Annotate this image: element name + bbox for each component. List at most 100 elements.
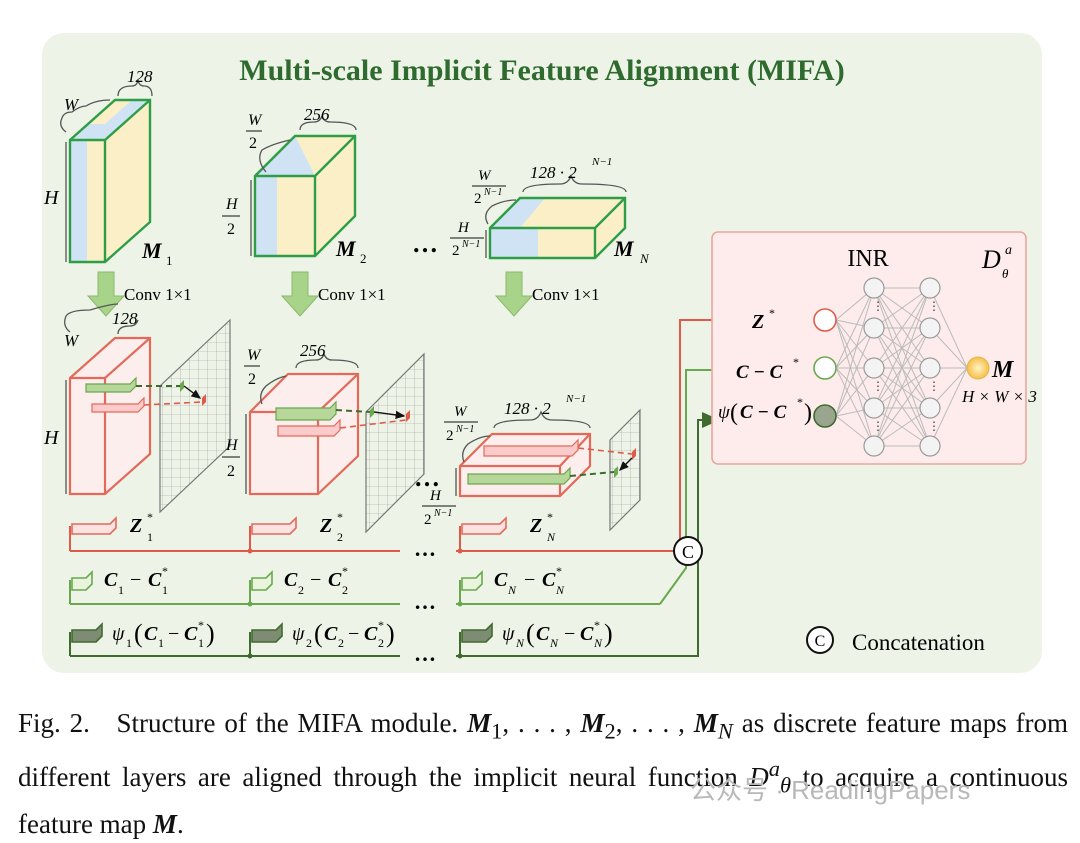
hidden-neuron	[919, 277, 941, 299]
svg-text:−: −	[168, 623, 179, 645]
svg-text:−: −	[130, 569, 141, 591]
svg-text:): )	[386, 619, 395, 648]
svg-text:−: −	[310, 569, 321, 591]
svg-text:−: −	[564, 623, 575, 645]
projected-map-2: 256 W 2 H 2	[222, 341, 425, 534]
svg-text:C: C	[542, 569, 556, 591]
svg-text:2: 2	[306, 636, 312, 650]
svg-text:128: 128	[127, 67, 153, 86]
svg-text:C: C	[284, 569, 298, 591]
svg-text:H: H	[43, 427, 60, 449]
svg-text:ψ: ψ	[112, 623, 125, 645]
svg-text:…: …	[414, 536, 436, 561]
svg-text:*: *	[198, 618, 204, 632]
svg-text:1: 1	[147, 530, 153, 544]
feature-map-m2: 256 W 2 H 2 M 2	[222, 105, 367, 266]
svg-text:…: …	[414, 641, 436, 666]
svg-text:⋮: ⋮	[928, 299, 940, 313]
svg-text:N: N	[549, 636, 559, 650]
svg-text:*: *	[797, 395, 803, 409]
svg-text:256: 256	[304, 105, 330, 124]
neural-network: ⋮⋮⋮⋮⋮⋮	[835, 277, 968, 457]
svg-text:*: *	[162, 564, 168, 578]
svg-text:C: C	[144, 623, 158, 645]
svg-text:*: *	[594, 618, 600, 632]
svg-text:M: M	[991, 357, 1015, 383]
hidden-neuron	[919, 397, 941, 419]
conv-arrow-3: Conv 1×1	[494, 271, 600, 317]
hidden-neuron	[863, 277, 885, 299]
svg-text:H: H	[457, 220, 470, 236]
svg-text:1: 1	[126, 636, 132, 650]
concat-node	[673, 536, 703, 566]
svg-text:*: *	[769, 306, 775, 320]
svg-text:ψ: ψ	[292, 623, 305, 645]
ellipsis-top: …	[412, 229, 438, 258]
ellipsis-middle: …	[414, 463, 440, 492]
svg-text:*: *	[337, 510, 343, 524]
z-row: Z * 1 Z * 2 Z * N …	[69, 510, 676, 561]
svg-text:C: C	[580, 623, 594, 645]
svg-text:2: 2	[452, 243, 460, 259]
hidden-neuron	[863, 397, 885, 419]
svg-text:*: *	[147, 510, 153, 524]
svg-text:C: C	[494, 569, 508, 591]
svg-text:D: D	[981, 245, 1001, 274]
feature-map-mn: 128 · 2 N−1 W 2 N−1 H 2 N−1 M N	[450, 156, 650, 266]
svg-text:2: 2	[338, 636, 344, 650]
svg-text:N−1: N−1	[591, 156, 612, 168]
svg-text:N−1: N−1	[461, 239, 480, 250]
svg-text:C: C	[184, 623, 198, 645]
svg-text:*: *	[547, 510, 553, 524]
svg-text:W: W	[64, 95, 80, 114]
psi-row: ψ 1 ( C 1 − C * 1 ) ψ 2 ( C 2 − C * 2 ) …	[69, 618, 688, 666]
svg-text:C: C	[536, 623, 550, 645]
svg-text:W: W	[454, 404, 468, 420]
svg-text:1: 1	[118, 583, 124, 597]
svg-text:N: N	[555, 583, 565, 597]
hidden-neuron	[919, 317, 941, 339]
svg-text:…: …	[414, 589, 436, 614]
svg-text:1: 1	[158, 636, 164, 650]
mifa-diagram: Multi-scale Implicit Feature Alignment (…	[42, 33, 1042, 673]
hidden-neuron	[919, 435, 941, 457]
svg-text:(: (	[314, 619, 323, 648]
svg-text:2: 2	[424, 512, 432, 528]
svg-text:): )	[604, 619, 613, 648]
svg-text:Conv 1×1: Conv 1×1	[318, 285, 386, 304]
hidden-neuron	[863, 357, 885, 379]
svg-text:Conv 1×1: Conv 1×1	[124, 285, 192, 304]
hidden-neuron	[863, 317, 885, 339]
svg-text:2: 2	[360, 251, 367, 266]
svg-text:W: W	[248, 112, 263, 129]
svg-text:⋮: ⋮	[872, 419, 884, 433]
svg-text:2: 2	[337, 530, 343, 544]
svg-text:Conv 1×1: Conv 1×1	[532, 285, 600, 304]
svg-text:W: W	[247, 347, 262, 364]
svg-text:Concatenation: Concatenation	[852, 630, 985, 655]
svg-text:N: N	[593, 636, 603, 650]
svg-text:H: H	[43, 187, 60, 209]
svg-text:2: 2	[446, 428, 454, 444]
svg-text:−: −	[524, 569, 535, 591]
svg-text:(: (	[134, 619, 143, 648]
svg-text:θ: θ	[1002, 266, 1009, 281]
concat-connections: C	[659, 312, 746, 657]
svg-text:INR: INR	[847, 246, 888, 272]
svg-text:M: M	[613, 236, 635, 261]
svg-text:(: (	[730, 400, 738, 426]
svg-text:C − C: C − C	[740, 402, 787, 423]
svg-text:C − C: C − C	[736, 362, 783, 383]
svg-text:*: *	[378, 618, 384, 632]
svg-text:C: C	[104, 569, 118, 591]
svg-text:N−1: N−1	[455, 424, 474, 435]
svg-text:2: 2	[342, 583, 348, 597]
svg-text:C: C	[682, 542, 694, 562]
svg-text:Z: Z	[319, 515, 332, 537]
svg-text:): )	[804, 400, 812, 426]
svg-text:H: H	[429, 488, 442, 504]
svg-text:N: N	[515, 636, 525, 650]
svg-text:C: C	[364, 623, 378, 645]
svg-text:N−1: N−1	[483, 187, 502, 198]
svg-text:1: 1	[166, 253, 173, 268]
